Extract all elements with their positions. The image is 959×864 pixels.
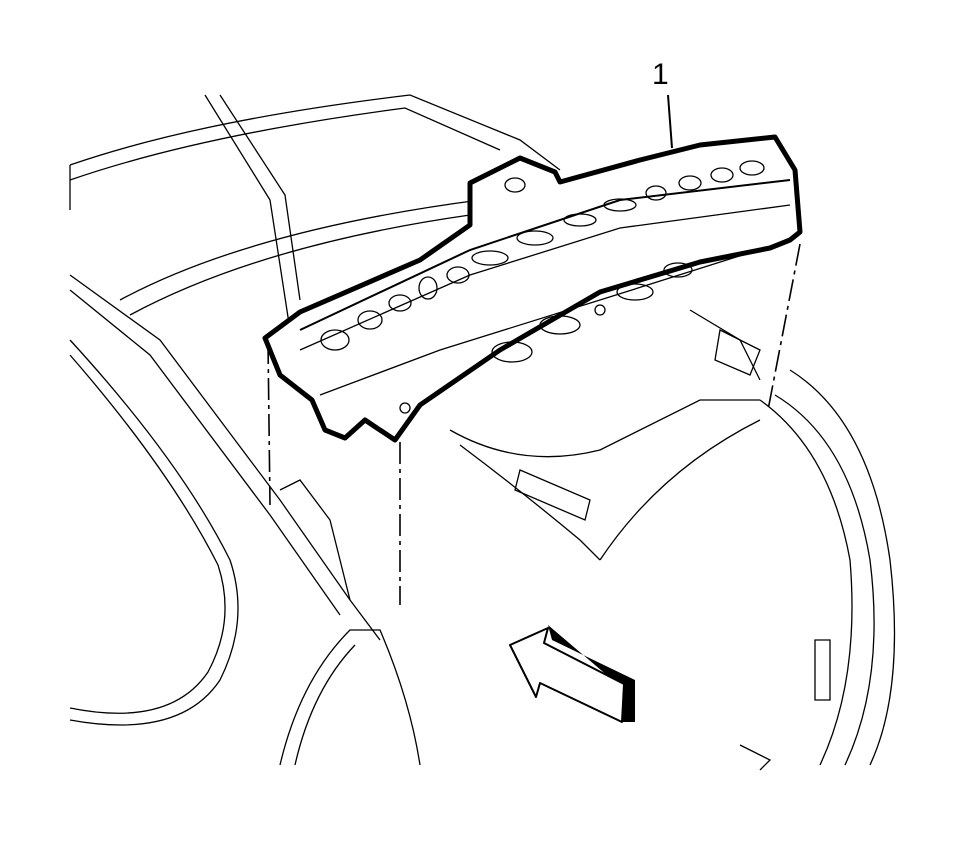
rear-panel-part — [262, 134, 803, 443]
callout-leader-line — [667, 94, 673, 149]
direction-arrow-icon — [509, 625, 635, 723]
panel-holes — [320, 160, 765, 414]
vehicle-body-frame — [69, 94, 896, 771]
alignment-lines — [267, 243, 801, 605]
callout-label-1: 1 — [652, 58, 669, 91]
